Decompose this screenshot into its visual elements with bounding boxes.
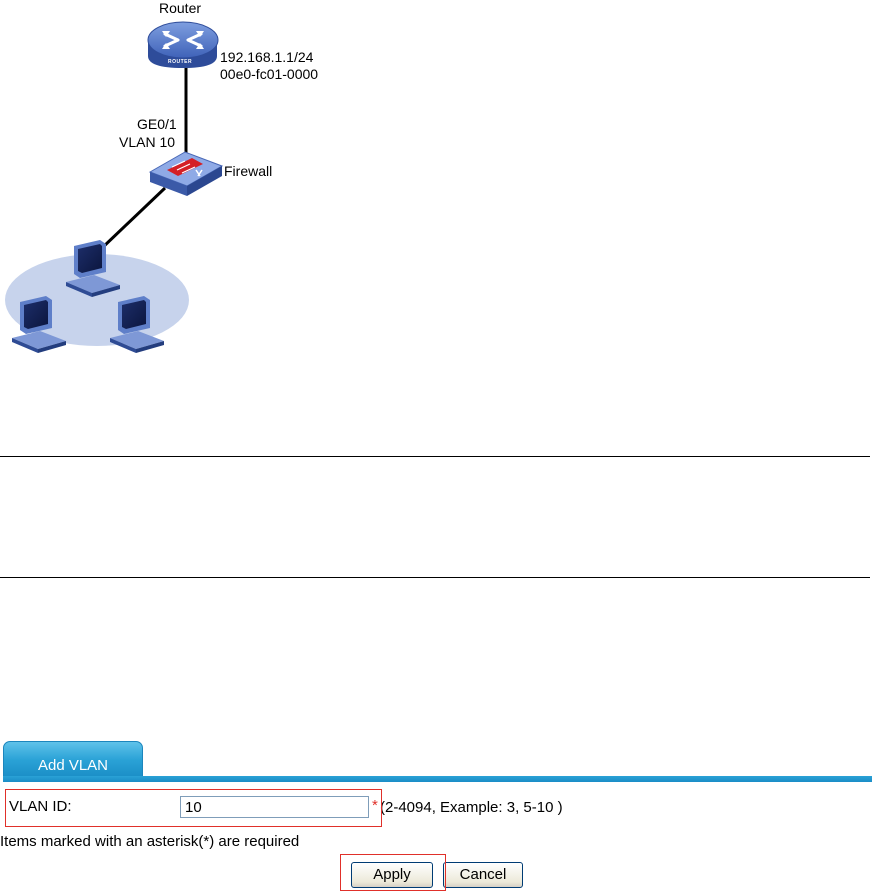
pc-icon [12,296,66,353]
firewall-icon [148,151,224,196]
cancel-button[interactable]: Cancel [443,862,523,888]
vlan-id-hint: (2-4094, Example: 3, 5-10 ) [380,799,563,816]
router-label: Router [159,0,202,16]
required-asterisk: * [372,797,378,814]
separator-line [0,577,870,578]
tab-bar [3,776,872,782]
router-mac-label: 00e0-fc01-0000 [220,66,319,82]
required-note: Items marked with an asterisk(*) are req… [0,833,300,850]
port-label: GE0/1 [137,116,177,132]
firewall-lan-link [100,186,167,250]
router-icon [147,21,219,68]
router-badge: ROUTER [168,59,193,65]
pc-icon [66,240,120,297]
separator-line [0,456,870,457]
tab-add-vlan-label: Add VLAN [37,757,109,774]
router-ip-label: 192.168.1.1/24 [220,49,314,65]
vlan-id-input[interactable] [180,796,369,818]
vlan-id-row [3,782,872,830]
vlan-id-label: VLAN ID: [9,798,72,815]
pc-icon [110,296,164,353]
apply-button[interactable]: Apply [351,862,433,888]
firewall-label: Firewall [224,163,273,179]
vlan-id-highlight-box [5,789,382,827]
network-diagram [5,21,224,353]
vlan-label: VLAN 10 [119,134,176,150]
apply-highlight-box [340,854,446,891]
